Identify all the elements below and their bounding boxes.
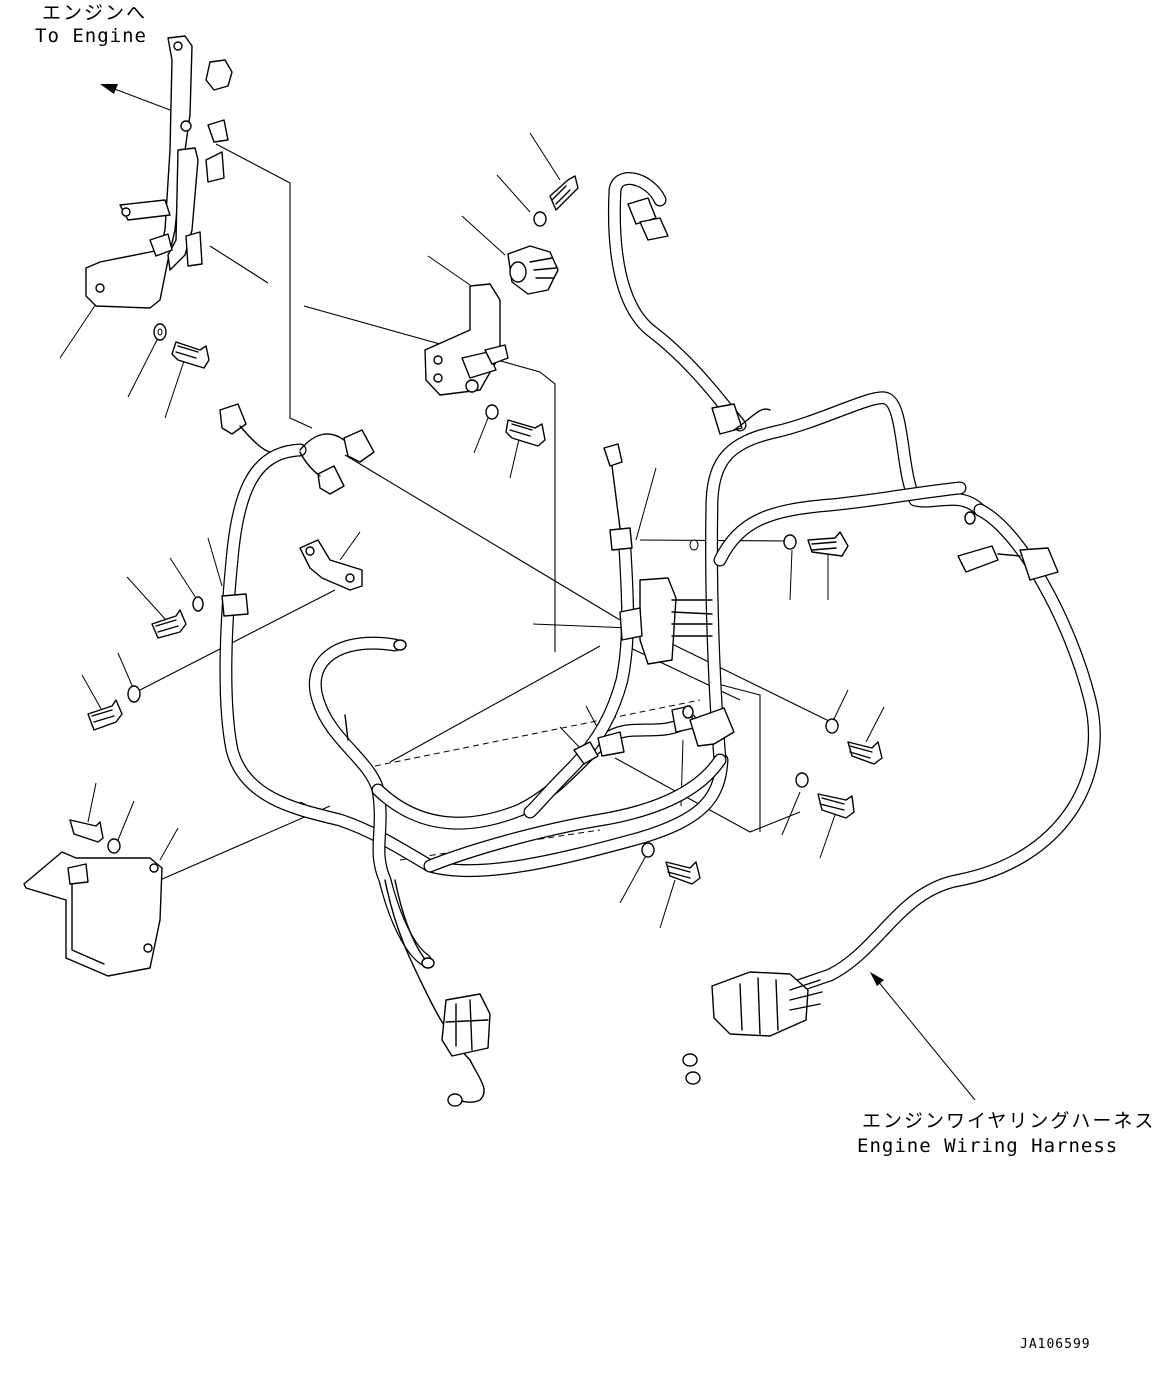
switch-bracket <box>424 175 579 447</box>
to-engine-label-jp: エンジンへ <box>42 2 148 24</box>
clamp-left <box>151 593 249 639</box>
ring-terminals <box>344 639 701 1107</box>
main-connector <box>711 971 823 1037</box>
drawing-code: JA106599 <box>1020 1337 1091 1352</box>
upper-right-connectors <box>627 197 1059 581</box>
harness-label-jp: エンジンワイヤリングハーネス <box>862 1110 1156 1132</box>
reference-lines <box>139 143 836 881</box>
bolts-right <box>641 531 883 885</box>
bolt-washer-set-1 <box>153 323 210 369</box>
leader-lines <box>59 84 976 1101</box>
bolt-washer-set-2 <box>87 685 141 731</box>
center-connectors <box>573 443 735 765</box>
engine-bracket <box>85 35 233 309</box>
wiring-harness <box>219 172 1101 1103</box>
connector-group-1 <box>219 403 375 495</box>
to-engine-label-en: To Engine <box>35 25 147 47</box>
lower-bracket <box>23 819 163 977</box>
small-plate <box>299 539 363 591</box>
harness-label-en: Engine Wiring Harness <box>857 1135 1119 1157</box>
relay-connector <box>441 993 491 1057</box>
